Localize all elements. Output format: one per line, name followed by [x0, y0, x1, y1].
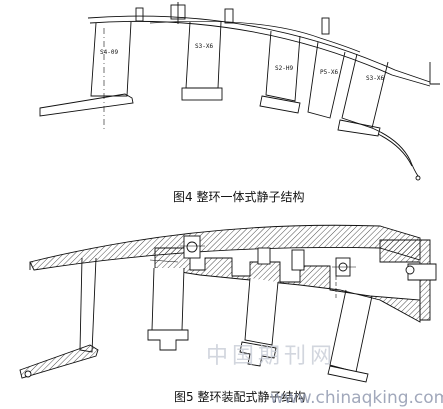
vane-4	[307, 41, 346, 119]
bolt-c	[291, 249, 305, 271]
vane-1	[90, 21, 132, 97]
platform-b	[147, 329, 189, 351]
hook-1	[135, 7, 144, 22]
vane-label-1: S4-09	[100, 49, 118, 56]
figure-4-caption: 图4 整环一体式静子结构	[173, 190, 305, 204]
vane-label-5: S3-X6	[366, 75, 384, 82]
end-flange	[429, 62, 440, 85]
outer-casing-line-inner	[89, 20, 431, 87]
vane-a	[79, 257, 97, 353]
vane-b	[151, 267, 185, 331]
outer-casing-line	[87, 15, 431, 83]
end-block	[379, 239, 431, 321]
bolt-b	[257, 247, 271, 265]
vane-label-4: P5-X6	[320, 69, 338, 76]
end-flange-2	[407, 263, 437, 281]
platform-2	[181, 87, 223, 101]
hook-3	[321, 17, 330, 35]
inner-tail	[371, 127, 419, 177]
figure-5-caption: 图5 整环装配式静子结构	[174, 390, 306, 404]
platform-5	[337, 119, 381, 137]
vane-d	[329, 289, 373, 373]
vane-label-3: S2-H9	[275, 65, 293, 72]
platform-3	[259, 95, 301, 114]
watermark-url: www.chinaqking.com	[270, 388, 443, 408]
hook-2	[224, 8, 234, 24]
vane-3	[265, 30, 301, 102]
watermark-chinese: 中国期刊网	[206, 344, 337, 369]
inner-ring-a	[19, 344, 99, 379]
platform-c	[239, 341, 277, 367]
platform-d	[327, 365, 369, 383]
vane-c	[244, 277, 279, 346]
vane-label-2: S3-X6	[195, 43, 213, 50]
inner-ring-1	[39, 93, 134, 117]
